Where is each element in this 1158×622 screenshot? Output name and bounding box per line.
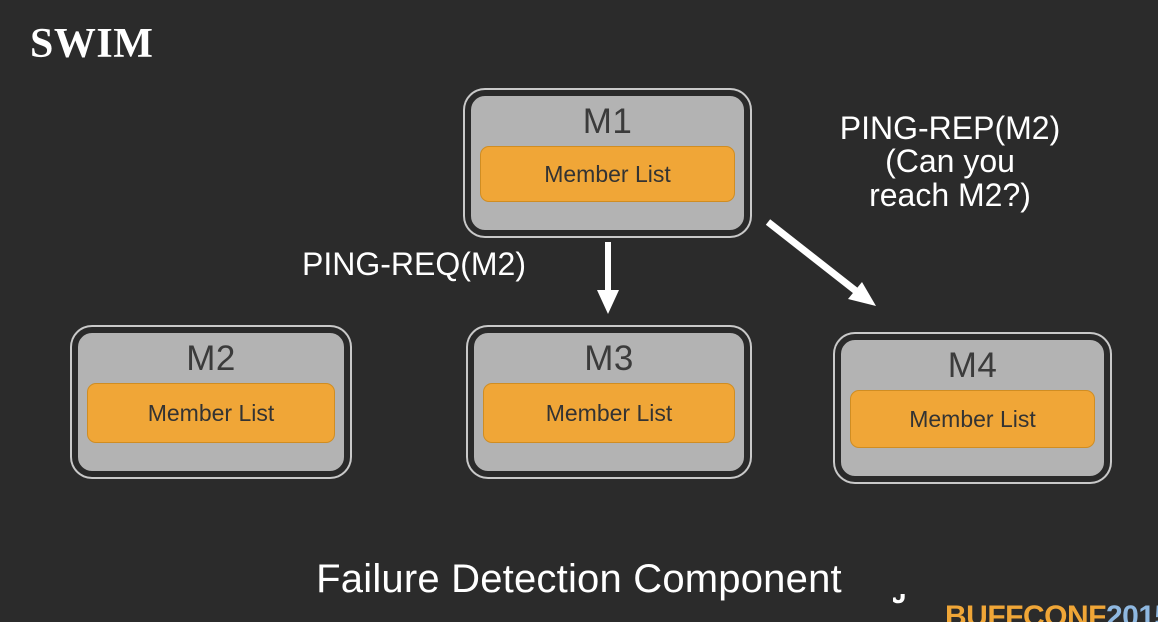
node-m4-member-list[interactable]: Member List	[850, 390, 1095, 448]
conference-logo-primary: BUFFCONF	[945, 604, 1106, 622]
node-m1[interactable]: M1 Member List	[465, 90, 750, 236]
node-m3-member-list[interactable]: Member List	[483, 383, 735, 443]
arrow-label-ping-rep-line2: (Can you	[885, 143, 1015, 180]
arrow-label-ping-req: PING-REQ(M2)	[302, 246, 526, 282]
arrow-down-icon	[597, 242, 619, 314]
corner-artifact-glyph: J	[893, 594, 907, 606]
node-m3[interactable]: M3 Member List	[468, 327, 750, 477]
node-m2[interactable]: M2 Member List	[72, 327, 350, 477]
node-m4-label: M4	[947, 346, 998, 385]
slide-caption: Failure Detection Component	[316, 557, 842, 601]
arrow-label-ping-rep: PING-REP(M2) (Can you reach M2?)	[800, 110, 1100, 213]
node-m1-member-list[interactable]: Member List	[480, 146, 735, 202]
node-m2-member-list[interactable]: Member List	[87, 383, 335, 443]
arrow-label-ping-rep-line1: PING-REP(M2)	[839, 110, 1061, 146]
corner-text-artifact: J	[893, 594, 907, 606]
arrow-diagonal-icon	[765, 219, 876, 306]
conference-logo-secondary: 2015	[1105, 604, 1158, 622]
node-m1-label: M1	[582, 102, 633, 141]
arrow-label-ping-rep-line3: reach M2?)	[869, 176, 1031, 213]
node-m4[interactable]: M4 Member List	[835, 334, 1110, 482]
node-m3-label: M3	[584, 339, 634, 378]
node-m2-label: M2	[186, 339, 236, 378]
conference-logo-text: BUFFCONF2015	[945, 604, 1158, 622]
page-title: SWIM	[30, 21, 154, 67]
conference-logo: BUFFCONF2015	[945, 604, 1158, 622]
